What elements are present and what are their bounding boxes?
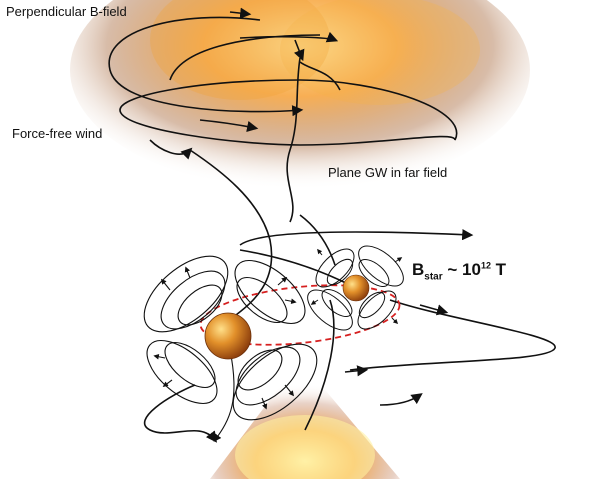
small-neutron-star xyxy=(342,274,370,302)
force-free-wind-label: Force-free wind xyxy=(12,126,103,141)
plane-gw-label: Plane GW in far field xyxy=(328,165,448,180)
large-star-dipole-field xyxy=(143,255,318,421)
lower-jet-glow xyxy=(210,360,400,479)
large-star-field-arrows xyxy=(153,266,297,442)
wind-field-lines xyxy=(108,7,458,321)
bstar-label: Bstar ~ 1012 T xyxy=(412,260,506,282)
small-star-dipole-field xyxy=(307,245,404,331)
upper-jet-glow xyxy=(70,0,530,190)
bstar-approx: ~ 10 xyxy=(442,260,481,279)
bstar-unit: T xyxy=(490,260,507,279)
binary-orbit xyxy=(199,284,401,346)
bstar-exponent: 12 xyxy=(480,260,491,271)
bstar-symbol: B xyxy=(412,260,425,279)
large-neutron-star xyxy=(204,312,252,360)
perpendicular-b-field-label: Perpendicular B-field xyxy=(6,4,127,19)
bstar-subscript: star xyxy=(424,271,443,283)
